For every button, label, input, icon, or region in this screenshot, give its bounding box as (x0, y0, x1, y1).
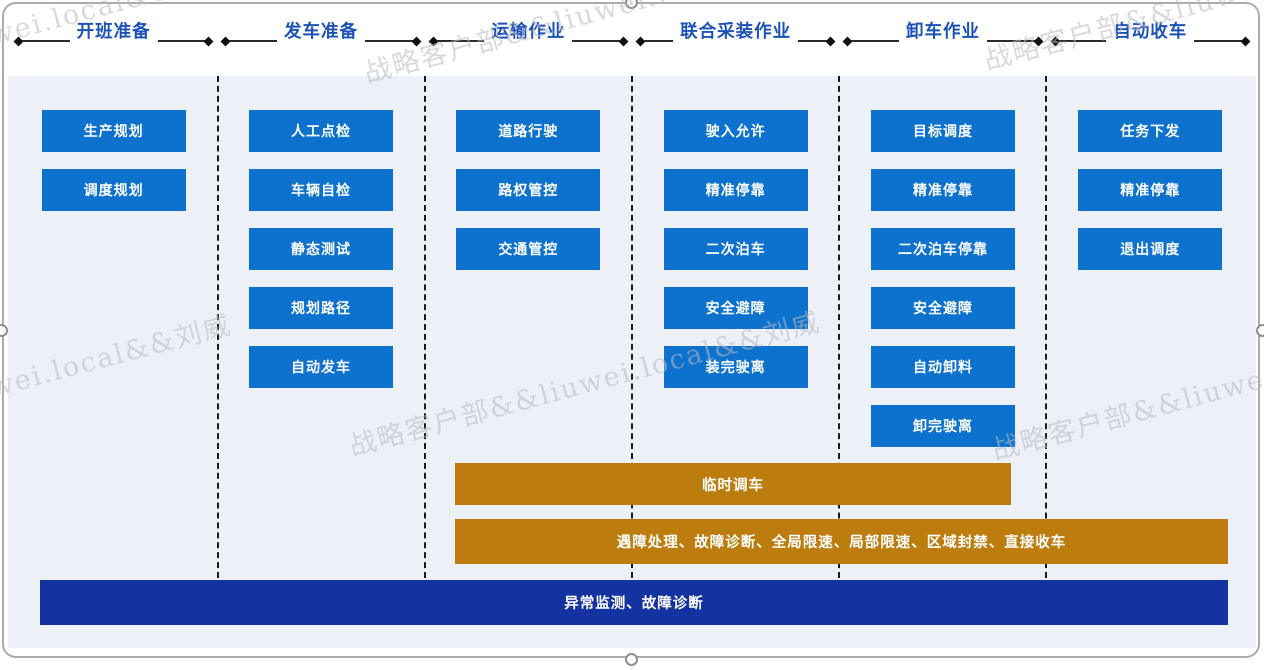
header-line (851, 40, 899, 42)
phase-columns-row: 生产规划调度规划人工点检车辆自检静态测试规划路径自动发车道路行驶路权管控交通管控… (10, 76, 1254, 648)
step-button[interactable]: 装完驶离 (663, 346, 808, 388)
step-button[interactable]: 生产规划 (41, 110, 186, 152)
phase-title: 自动收车 (1113, 20, 1188, 41)
diamond-endpoint-icon (411, 36, 422, 46)
step-button[interactable]: 精准停靠 (870, 169, 1015, 211)
step-button[interactable]: 退出调度 (1078, 228, 1223, 270)
phase-title: 开班准备 (76, 20, 151, 41)
phase-header-1: 发车准备 (217, 8, 424, 62)
step-button[interactable]: 规划路径 (248, 287, 393, 329)
column-divider (838, 76, 840, 578)
phase-column-4: 目标调度精准停靠二次泊车停靠安全避障自动卸料卸完驶离 (839, 76, 1046, 648)
step-button[interactable]: 道路行驶 (456, 110, 601, 152)
phase-header-4: 卸车作业 (839, 8, 1046, 62)
selection-handle-bottom[interactable] (625, 653, 638, 666)
step-button[interactable]: 精准停靠 (1078, 169, 1223, 211)
header-line (229, 40, 277, 42)
diamond-endpoint-icon (203, 36, 214, 46)
header-line (22, 40, 70, 42)
column-divider (424, 76, 426, 578)
column-divider (631, 76, 633, 578)
phase-title: 发车准备 (284, 20, 358, 41)
step-button[interactable]: 自动卸料 (870, 346, 1015, 388)
phase-title: 联合采装作业 (680, 20, 792, 41)
selection-handle-top[interactable] (625, 0, 638, 9)
phase-header-3: 联合采装作业 (632, 8, 839, 62)
diamond-endpoint-icon (618, 36, 629, 46)
phase-header-2: 运输作业 (425, 8, 632, 62)
selection-handle-right[interactable] (1256, 324, 1264, 337)
header-line (986, 40, 1035, 42)
step-button[interactable]: 安全避障 (870, 287, 1015, 329)
diamond-endpoint-icon (1240, 36, 1251, 46)
column-divider (217, 76, 219, 578)
phase-column-2: 道路行驶路权管控交通管控 (425, 76, 632, 648)
header-line (1058, 40, 1107, 42)
header-line (365, 40, 413, 42)
diamond-endpoint-icon (825, 36, 836, 46)
step-button[interactable]: 二次泊车停靠 (870, 228, 1015, 270)
phase-title: 卸车作业 (905, 20, 980, 41)
temp-dispatch-bar[interactable]: 临时调车 (455, 463, 1011, 505)
step-button[interactable]: 精准停靠 (663, 169, 808, 211)
step-button[interactable]: 人工点检 (248, 110, 393, 152)
header-line (643, 40, 674, 42)
header-line (572, 40, 620, 42)
column-divider (1045, 76, 1047, 578)
exception-handling-bar[interactable]: 遇障处理、故障诊断、全局限速、局部限速、区域封禁、直接收车 (455, 519, 1228, 564)
step-button[interactable]: 自动发车 (248, 346, 393, 388)
step-button[interactable]: 目标调度 (870, 110, 1015, 152)
header-line (436, 40, 485, 42)
phase-column-5: 任务下发精准停靠退出调度 (1047, 76, 1254, 648)
header-line (798, 40, 828, 42)
step-button[interactable]: 交通管控 (456, 228, 601, 270)
step-button[interactable]: 驶入允许 (663, 110, 808, 152)
header-line (1194, 40, 1242, 42)
diamond-endpoint-icon (1033, 36, 1044, 46)
step-button[interactable]: 二次泊车 (663, 228, 808, 270)
step-button[interactable]: 安全避障 (663, 287, 808, 329)
step-button[interactable]: 车辆自检 (248, 169, 393, 211)
phase-column-0: 生产规划调度规划 (10, 76, 217, 648)
phase-header-0: 开班准备 (10, 8, 217, 62)
phase-column-1: 人工点检车辆自检静态测试规划路径自动发车 (217, 76, 424, 648)
step-button[interactable]: 卸完驶离 (870, 405, 1015, 447)
monitoring-bar[interactable]: 异常监测、故障诊断 (40, 580, 1228, 625)
phase-title: 运输作业 (491, 20, 566, 41)
phase-header-5: 自动收车 (1047, 8, 1254, 62)
selection-handle-left[interactable] (0, 324, 8, 337)
step-button[interactable]: 任务下发 (1078, 110, 1223, 152)
step-button[interactable]: 静态测试 (248, 228, 393, 270)
step-button[interactable]: 调度规划 (41, 169, 186, 211)
step-button[interactable]: 路权管控 (456, 169, 601, 211)
header-line (157, 40, 206, 42)
phase-column-3: 驶入允许精准停靠二次泊车安全避障装完驶离 (632, 76, 839, 648)
phase-header-row: 开班准备 发车准备 运输作业 联合采装作业 卸车作业 自动收车 (10, 8, 1254, 62)
